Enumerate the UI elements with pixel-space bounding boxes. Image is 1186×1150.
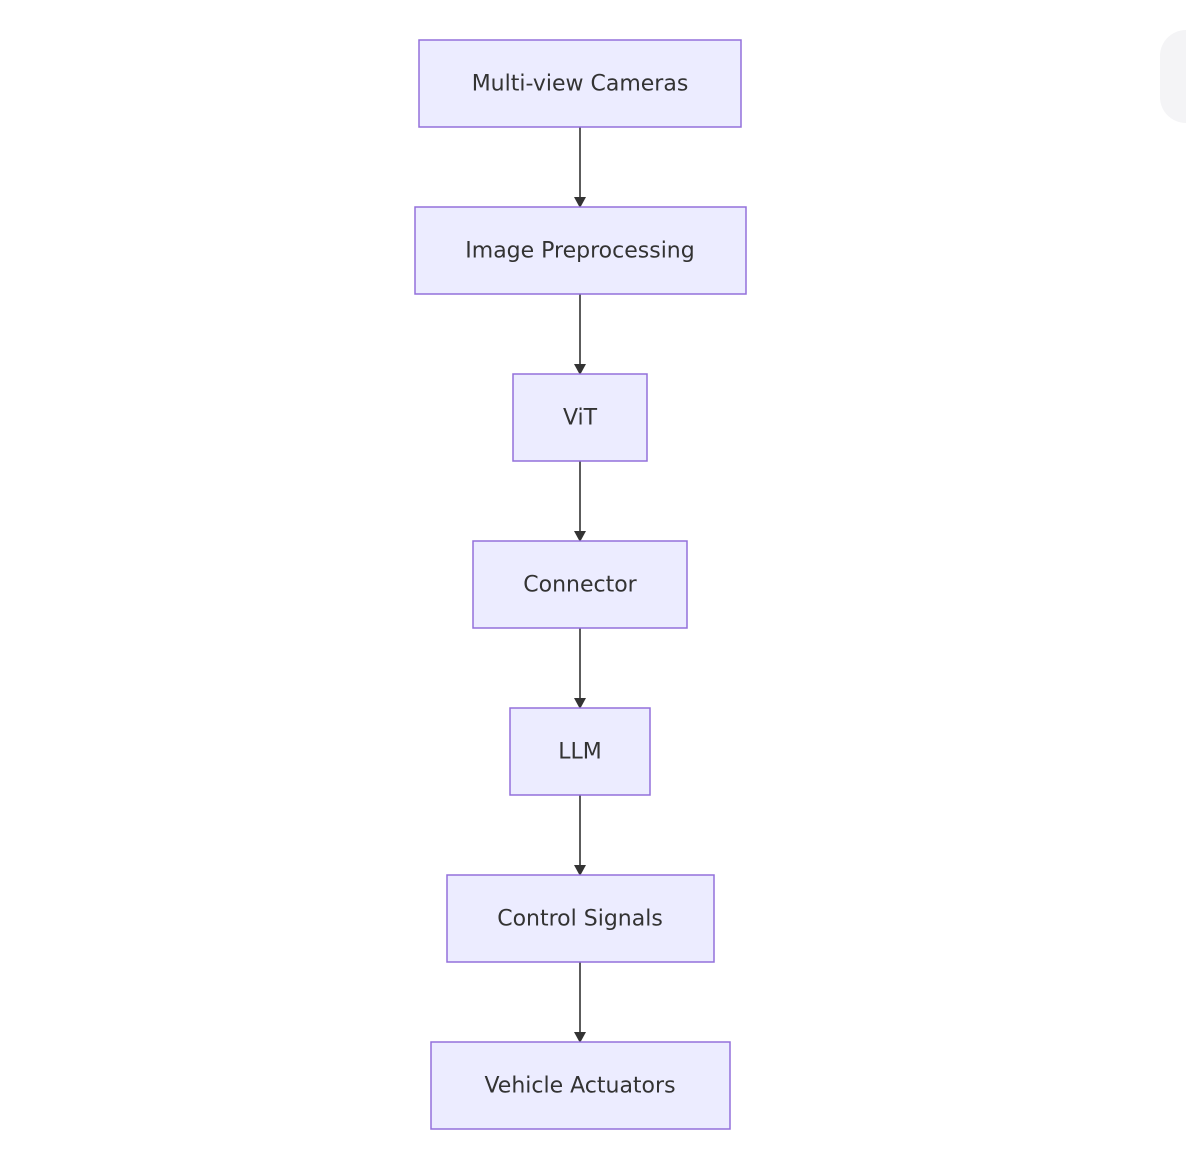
node-label-llm: LLM [558,740,602,765]
node-connector: Connector [472,540,688,629]
node-label-vehicle-actuators: Vehicle Actuators [484,1074,675,1099]
node-llm: LLM [509,707,651,796]
edge-preprocessing-to-vit [574,294,586,375]
edge-cameras-to-preprocessing [574,127,586,208]
node-control-signals: Control Signals [446,874,715,963]
node-label-multi-view-cameras: Multi-view Cameras [472,72,689,97]
node-label-vit: ViT [563,406,598,431]
edge-control-to-actuators [574,962,586,1043]
node-label-connector: Connector [523,573,637,598]
node-vehicle-actuators: Vehicle Actuators [430,1041,731,1130]
node-label-image-preprocessing: Image Preprocessing [465,239,694,264]
edge-vit-to-connector [574,461,586,542]
nodes-layer: Multi-view Cameras Image Preprocessing V… [414,39,747,1130]
node-multi-view-cameras: Multi-view Cameras [418,39,742,128]
node-image-preprocessing: Image Preprocessing [414,206,747,295]
side-panel-tab[interactable] [1160,30,1186,123]
edges-layer [574,127,586,1043]
edge-connector-to-llm [574,628,586,709]
node-label-control-signals: Control Signals [497,907,663,932]
edge-llm-to-control [574,795,586,876]
node-vit: ViT [512,373,648,462]
